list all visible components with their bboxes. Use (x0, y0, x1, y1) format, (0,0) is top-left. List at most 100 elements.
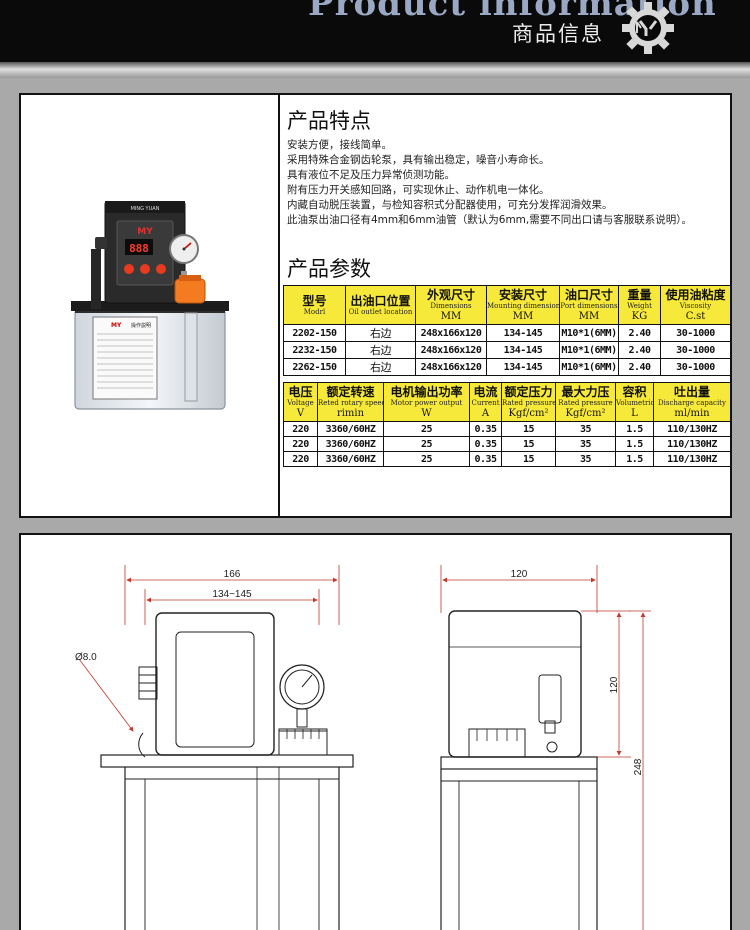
table-cell: 2.40 (618, 358, 661, 376)
table-cell: 右边 (345, 358, 416, 376)
table-cell: 2232-150 (283, 341, 346, 359)
table-cell: 220 (283, 451, 318, 467)
table-cell: 15 (501, 421, 556, 437)
table-cell: 110/130HZ (653, 436, 731, 452)
table-cell: 110/130HZ (653, 421, 731, 437)
table-cell: 134-145 (486, 358, 560, 376)
feature-item: 具有液位不足及压力异常侦测功能。 (287, 169, 455, 181)
table-cell: M10*1(6MM) (559, 341, 619, 359)
table-cell: 2.40 (618, 324, 661, 342)
table-cell: 134-145 (486, 324, 560, 342)
table-cell: 220 (283, 421, 318, 437)
feature-item: 安装方便，接线简单。 (287, 139, 392, 151)
product-info-panel: MING YUAN MY 888 MY 操作説明 产品特点 (19, 93, 732, 518)
table-cell: 2202-150 (283, 324, 346, 342)
photo-top-label: MING YUAN (131, 206, 160, 212)
table-cell: 15 (501, 436, 556, 452)
dim-side-height-120: 120 (609, 676, 620, 693)
table-cell: 0.35 (469, 451, 502, 467)
header-title-cn: 商品信息 (512, 22, 604, 46)
table-cell: 3360/60HZ (317, 436, 384, 452)
photo-label-brand: MY (111, 322, 122, 329)
table-cell: 1.5 (615, 451, 654, 467)
params-title: 产品参数 (287, 257, 371, 281)
dim-side-width-120: 120 (511, 569, 528, 580)
header-divider-bar (0, 62, 750, 78)
feature-item: 采用特殊合金钢齿轮泵，具有输出稳定，噪音小寿命长。 (287, 154, 550, 166)
table-cell: 248x166x120 (415, 358, 487, 376)
table-row: 220 3360/60HZ 25 0.35 15 35 1.5 110/130H… (283, 451, 731, 467)
table-cell: 15 (501, 451, 556, 467)
feature-item: 附有压力开关感知回路，可实现休止、动作机电一体化。 (287, 184, 550, 196)
dim-width-166: 166 (224, 569, 241, 580)
feature-item: 此油泵出油口径有4mm和6mm油管（默认为6mm,需要不同出口请与客服联系说明）… (287, 214, 692, 226)
dim-side-height-248: 248 (633, 758, 644, 775)
table-cell: 248x166x120 (415, 324, 487, 342)
table-cell: M10*1(6MM) (559, 358, 619, 376)
photo-led-display: 888 (129, 242, 149, 255)
table-cell: 2.40 (618, 341, 661, 359)
table-cell: 25 (383, 451, 470, 467)
table-row: 2202-150 右边 248x166x120 134-145 M10*1(6M… (283, 324, 731, 342)
table-cell: 30-1000 (660, 324, 731, 342)
table-row: 220 3360/60HZ 25 0.35 15 35 1.5 110/130H… (283, 436, 731, 452)
table-cell: 35 (555, 436, 616, 452)
table-cell: 2262-150 (283, 358, 346, 376)
product-photo: MING YUAN MY 888 MY 操作説明 (71, 201, 229, 410)
table-cell: 0.35 (469, 436, 502, 452)
table-cell: 1.5 (615, 436, 654, 452)
table-cell: 220 (283, 436, 318, 452)
table-cell: 25 (383, 436, 470, 452)
table-cell: 35 (555, 421, 616, 437)
features-section: 产品特点 安装方便，接线简单。 采用特殊合金钢齿轮泵，具有输出稳定，噪音小寿命长… (287, 105, 732, 228)
photo-panel-brand: MY (137, 227, 153, 237)
table-cell: 110/130HZ (653, 451, 731, 467)
feature-item: 内藏自动脱压装置，与检知容积式分配器使用，可充分发挥润滑效果。 (287, 199, 613, 211)
side-view: 120 120 248 (440, 565, 651, 930)
table-cell: 248x166x120 (415, 341, 487, 359)
table-cell: 右边 (345, 324, 416, 342)
features-title: 产品特点 (287, 109, 371, 133)
gear-logo-icon (622, 2, 674, 54)
technical-drawing: 166 134~145 Ø8.0 (75, 565, 651, 930)
table-cell: 25 (383, 421, 470, 437)
table-cell: 1.5 (615, 421, 654, 437)
table-cell: 134-145 (486, 341, 560, 359)
panel-divider (278, 95, 280, 516)
table-row: 2262-150 右边 248x166x120 134-145 M10*1(6M… (283, 358, 731, 376)
table-cell: 30-1000 (660, 358, 731, 376)
table-row: 220 3360/60HZ 25 0.35 15 35 1.5 110/130H… (283, 421, 731, 437)
dim-mount-134-145: 134~145 (212, 589, 252, 600)
table-cell: 0.35 (469, 421, 502, 437)
table-cell: 右边 (345, 341, 416, 359)
table-cell: 3360/60HZ (317, 421, 384, 437)
front-view: 166 134~145 Ø8.0 (75, 565, 354, 930)
technical-drawing-panel: 166 134~145 Ø8.0 (19, 533, 732, 930)
table-cell: 3360/60HZ (317, 451, 384, 467)
table-cell: 30-1000 (660, 341, 731, 359)
dim-hole-8: Ø8.0 (75, 652, 97, 663)
photo-label-title: 操作説明 (131, 322, 151, 329)
table-cell: M10*1(6MM) (559, 324, 619, 342)
table-row: 2232-150 右边 248x166x120 134-145 M10*1(6M… (283, 341, 731, 359)
table-cell: 35 (555, 451, 616, 467)
